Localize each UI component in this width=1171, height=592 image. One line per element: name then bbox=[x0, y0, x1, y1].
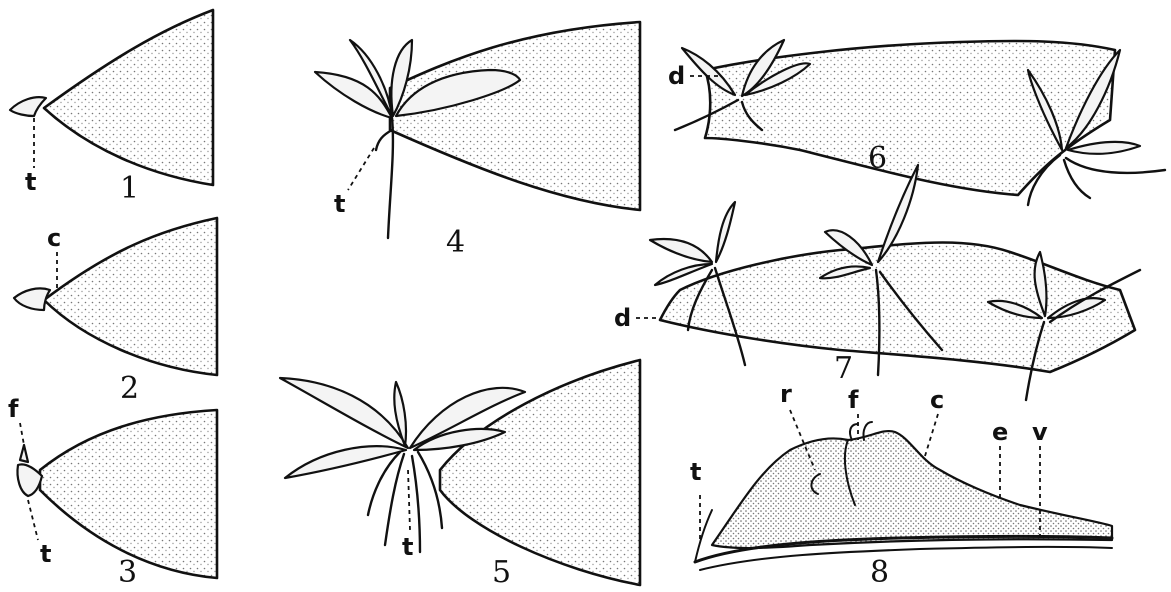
leaf-tip-2 bbox=[14, 288, 50, 310]
figure-2: c 2 bbox=[14, 218, 217, 406]
plantlet-leaf-5c bbox=[285, 446, 406, 478]
label-f-fig3: f bbox=[8, 395, 19, 423]
leaf-blade-4 bbox=[390, 22, 640, 210]
label-t-fig1: t bbox=[25, 168, 36, 196]
leaf-blade-2 bbox=[44, 218, 217, 375]
label-t-fig4: t bbox=[334, 190, 345, 218]
leaf-blade-3 bbox=[40, 410, 217, 578]
figure-number-7: 7 bbox=[834, 351, 853, 386]
label-d-fig7: d bbox=[614, 304, 631, 332]
figure-number-6: 6 bbox=[868, 141, 887, 176]
label-t-fig3: t bbox=[40, 540, 51, 568]
label-c-fig8: c bbox=[930, 386, 944, 414]
figure-8: t r f c e v 8 bbox=[690, 380, 1112, 587]
figure-number-2: 2 bbox=[120, 371, 139, 406]
label-r-fig8: r bbox=[780, 380, 792, 408]
figure-number-8: 8 bbox=[870, 555, 889, 587]
label-t-fig5: t bbox=[402, 533, 413, 561]
plantlet-leaf-6f bbox=[1068, 142, 1140, 154]
figure-5: t 5 bbox=[280, 360, 640, 587]
figure-number-5: 5 bbox=[492, 555, 511, 587]
plantlet-root-4 bbox=[388, 118, 393, 238]
leaf-tip-3-fork bbox=[20, 445, 28, 462]
figure-7: d 7 bbox=[614, 165, 1140, 400]
figure-number-1: 1 bbox=[120, 171, 139, 206]
label-e-fig8: e bbox=[992, 418, 1008, 446]
figure-1: t 1 bbox=[10, 10, 213, 206]
label-t-fig8: t bbox=[690, 458, 701, 486]
plantlet-leaf-5a bbox=[280, 378, 408, 448]
leaf-blade-1 bbox=[44, 10, 213, 185]
label-c-fig2: c bbox=[47, 224, 61, 252]
leaf-tip-1 bbox=[10, 97, 46, 116]
figure-number-3: 3 bbox=[118, 555, 137, 587]
figure-number-4: 4 bbox=[446, 225, 465, 260]
label-d-fig6: d bbox=[668, 62, 685, 90]
cross-section-8 bbox=[712, 431, 1112, 548]
figure-3: f t 3 bbox=[8, 395, 217, 587]
leaf-tip-3 bbox=[17, 464, 42, 496]
label-f-fig8: f bbox=[848, 386, 859, 414]
figure-4: t 4 bbox=[315, 22, 640, 260]
plantlet-leaf-7b bbox=[716, 202, 735, 262]
label-v-fig8: v bbox=[1032, 418, 1048, 446]
plantlet-leaf-7a bbox=[650, 239, 712, 262]
